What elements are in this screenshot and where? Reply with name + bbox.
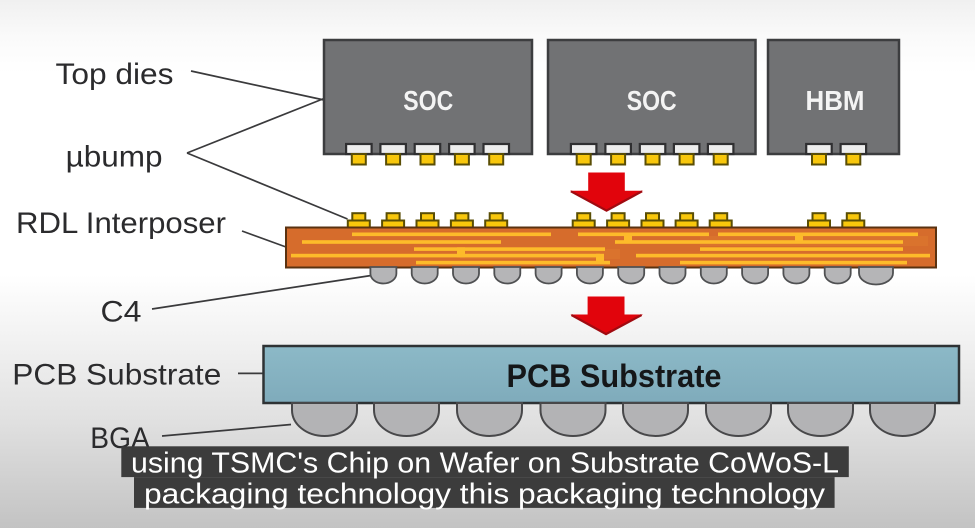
svg-text:RDL Interposer: RDL Interposer: [16, 207, 226, 240]
svg-text:using TSMC's Chip on Wafer on: using TSMC's Chip on Wafer on Substrate …: [131, 448, 839, 480]
svg-text:PCB Substrate: PCB Substrate: [12, 358, 221, 391]
svg-text:PCB Substrate: PCB Substrate: [507, 358, 722, 394]
svg-text:packaging technology this pack: packaging technology this packaging tech…: [144, 479, 826, 511]
svg-text:SOC: SOC: [627, 85, 677, 116]
svg-text:SOC: SOC: [403, 85, 453, 116]
svg-text:HBM: HBM: [806, 85, 865, 116]
svg-text:C4: C4: [101, 295, 142, 328]
svg-text:Top dies: Top dies: [56, 58, 174, 91]
svg-text:µbump: µbump: [66, 141, 163, 174]
